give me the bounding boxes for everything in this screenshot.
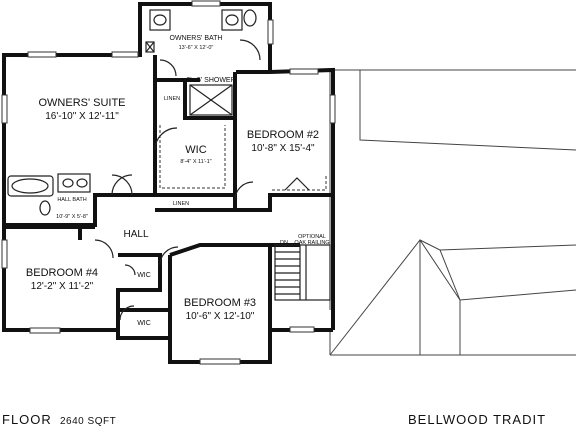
interior-walls bbox=[4, 55, 333, 338]
hall-label: HALL bbox=[123, 229, 148, 240]
owners-suite-dims: 16'-10" X 12'-11" bbox=[45, 111, 119, 122]
bedroom4-dims: 12'-2" X 11'-2" bbox=[31, 281, 94, 292]
linen-mid-label: LINEN bbox=[173, 201, 189, 207]
floor-area: 2640 SQFT bbox=[60, 416, 116, 427]
wic-b3-label: WIC bbox=[137, 320, 151, 327]
bedroom2-name: BEDROOM #2 bbox=[247, 129, 319, 141]
footer: FLOOR 2640 SQFT BELLWOOD TRADIT bbox=[2, 412, 546, 427]
windows bbox=[1, 0, 336, 365]
plan-name: BELLWOOD TRADIT bbox=[408, 412, 546, 427]
owners-bath-name: OWNERS' BATH bbox=[170, 35, 223, 42]
door-swings bbox=[94, 39, 261, 321]
wic-main-dims: 8'-4" X 11'-1" bbox=[180, 159, 211, 165]
shower-label: 3'x 5' SHOWER bbox=[186, 77, 235, 84]
owners-bath-dims: 13'-6" X 12'-0" bbox=[179, 45, 214, 51]
wic-main-name: WIC bbox=[185, 144, 206, 156]
hall-bath-dims: 10'-9" X 5'-8" bbox=[56, 214, 88, 220]
bedroom2-dims: 10'-8" X 15'-4" bbox=[251, 143, 315, 154]
bedroom4-name: BEDROOM #4 bbox=[26, 267, 98, 279]
wic-b4-label: WIC bbox=[137, 272, 151, 279]
fixtures bbox=[7, 9, 331, 301]
room-labels: OWNERS' BATH 13'-6" X 12'-0" OWNERS' SUI… bbox=[26, 35, 330, 327]
hall-bath-name: HALL BATH bbox=[57, 197, 86, 203]
linen-top-label: LINEN bbox=[164, 96, 180, 102]
roof-outline bbox=[329, 69, 576, 356]
owners-suite-name: OWNERS' SUITE bbox=[38, 97, 125, 109]
railing-label-2: OAK RAILING bbox=[294, 240, 329, 246]
floor-label: FLOOR bbox=[2, 412, 52, 427]
railing-label-1: OPTIONAL bbox=[298, 234, 326, 240]
bedroom3-dims: 10'-6" X 12'-10" bbox=[186, 311, 255, 322]
dn-label: DN bbox=[280, 240, 288, 246]
bedroom3-name: BEDROOM #3 bbox=[184, 297, 256, 309]
